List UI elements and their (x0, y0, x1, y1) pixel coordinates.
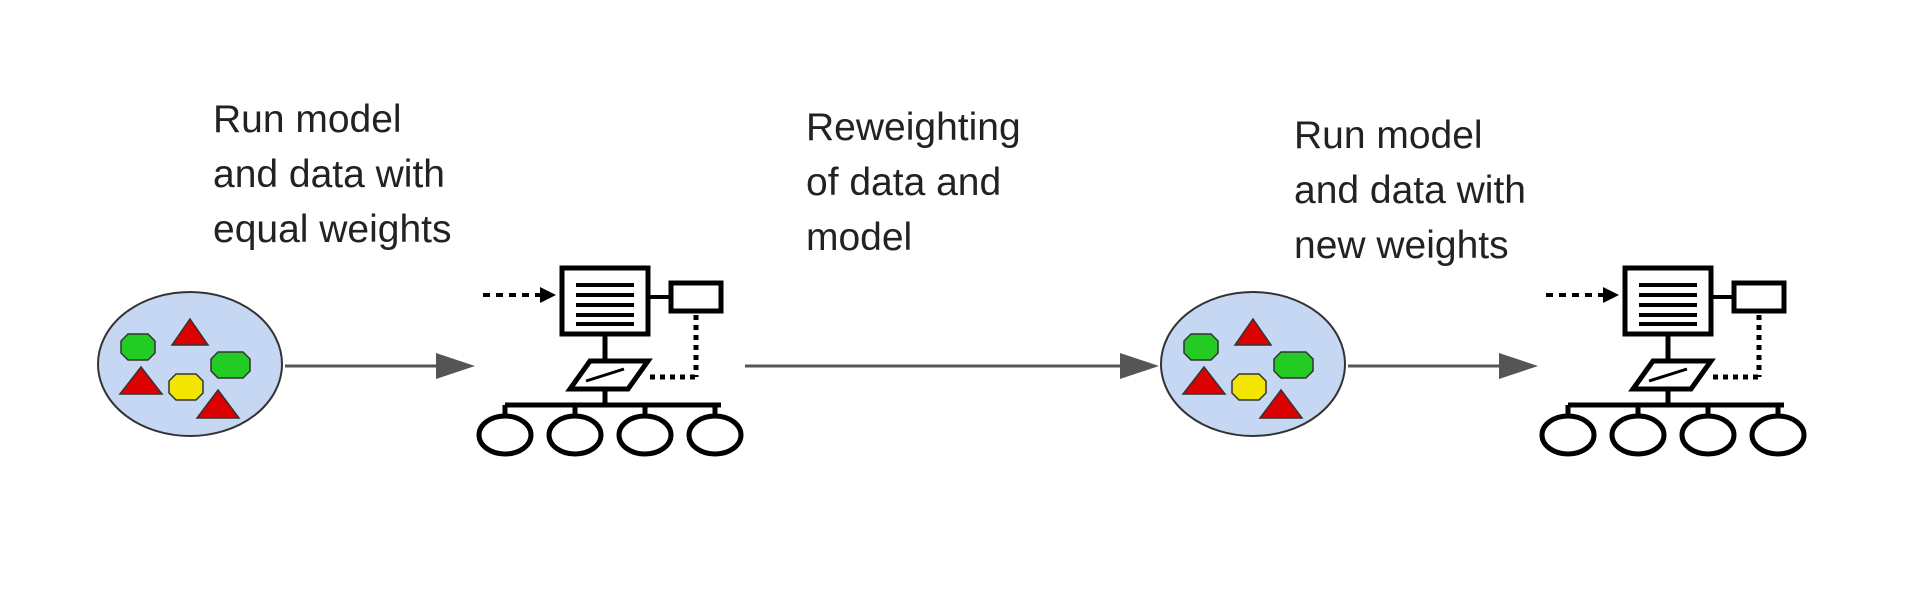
dataset-icon-2 (1160, 291, 1346, 437)
caption-line: Reweighting (806, 106, 1021, 149)
caption-line: new weights (1294, 224, 1509, 267)
caption-run-model-equal-weights: Run model and data with equal weights (213, 92, 452, 257)
caption-line: Run model (213, 98, 402, 141)
arrow-dataset-to-model-1 (285, 353, 475, 379)
caption-line: and data with (213, 153, 446, 196)
dataset-icon-1 (97, 291, 283, 437)
model-network-icon-2 (1542, 268, 1804, 454)
caption-reweighting: Reweighting of data and model (806, 100, 1021, 265)
caption-line: model (806, 216, 913, 259)
caption-run-model-new-weights: Run model and data with new weights (1294, 108, 1526, 273)
arrow-dataset-to-model-2 (1348, 353, 1538, 379)
caption-line: equal weights (213, 208, 452, 251)
caption-line: of data and (806, 161, 1002, 204)
model-network-icon-1 (479, 268, 741, 454)
arrow-model-to-dataset (745, 353, 1159, 379)
caption-line: Run model (1294, 114, 1483, 157)
caption-line: and data with (1294, 169, 1527, 212)
